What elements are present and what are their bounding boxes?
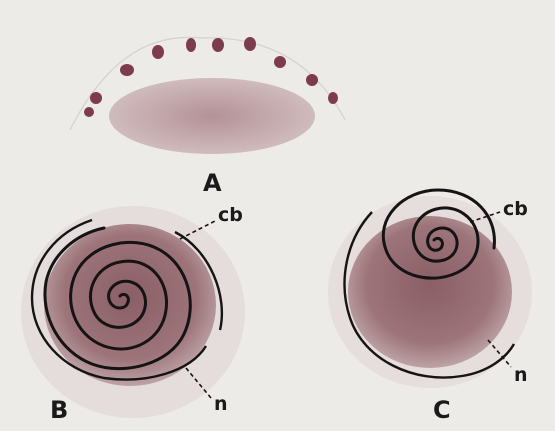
panel-c-cb-label: cb [503,200,528,219]
panel-c-n-label: n [514,366,528,385]
panel-b-n-label: n [214,395,228,414]
panel-c-label: C [433,398,451,422]
panel-a-body [109,78,315,154]
panel-b-cell [21,206,245,418]
panel-b-label: B [50,398,68,422]
panel-b-cb-label: cb [218,206,243,225]
panel-c-cell [328,190,532,388]
panel-a-label: A [203,171,222,195]
panel-a-cell [70,37,345,154]
